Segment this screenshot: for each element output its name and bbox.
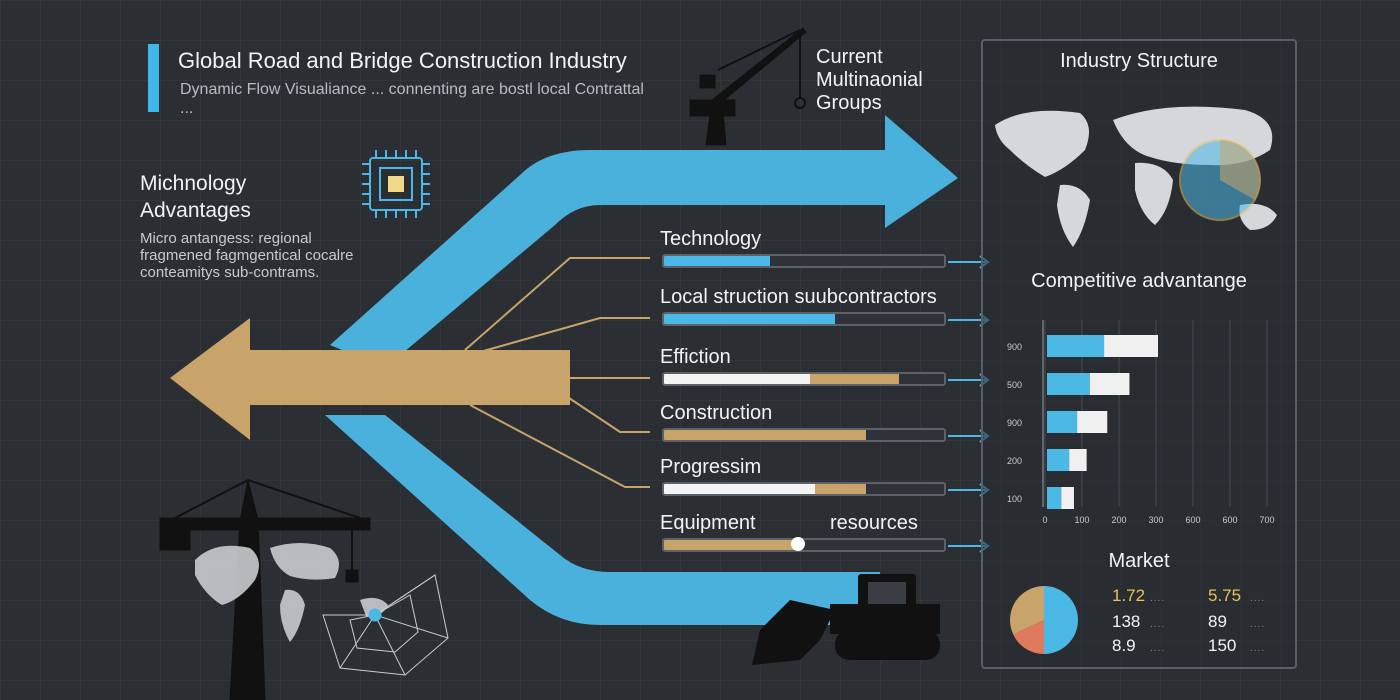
progress-fill [664,374,810,384]
x-tick-label: 600 [1222,515,1237,525]
x-tick-label: 100 [1074,515,1089,525]
tech-advantages-description: Micro antangess: regional fragmened fagm… [140,230,354,281]
progress-bar [662,254,946,268]
market-pie-chart [1010,586,1078,654]
chip-icon [362,150,430,218]
page-subtitle: Dynamic Flow Visualiance ... connenting … [180,81,644,117]
multinational-groups-label: Current Multinaonial Groups [816,46,923,114]
market-value-right: 150 [1208,636,1237,655]
bar-label-secondary: resources [830,512,918,534]
x-tick-label: 600 [1185,515,1200,525]
crane-icon-small [689,27,807,146]
chart-bar [1061,487,1074,509]
slider-knob [791,537,806,551]
market-dots: .... [1250,619,1266,630]
network-web-icon [322,574,449,676]
y-tick-label: 900 [1007,418,1022,428]
x-tick-label: 700 [1259,515,1274,525]
blue-lower-flow [325,415,880,625]
map-highlight-slice [1220,139,1261,200]
market-title: Market [1108,550,1170,572]
map-north-america [995,110,1089,177]
market-dots: .... [1250,643,1266,654]
competitive-advantage-title: Competitive advantange [1031,270,1247,292]
chart-bar [1047,449,1070,471]
progress-fill-secondary [809,374,900,384]
y-tick-label: 900 [1007,342,1022,352]
x-tick-label: 0 [1042,515,1047,525]
progress-fill [664,430,866,440]
chart-bar [1047,373,1090,395]
progress-fill-secondary [815,484,866,494]
industry-structure-title: Industry Structure [1060,50,1218,72]
competitive-chart: 0 100 200 300 600 600 700 900 500 900 200 100 [1007,320,1275,525]
map-south-america [1057,184,1090,247]
map-australia [1239,203,1277,230]
world-map-bottom [195,543,388,642]
chart-bar [1047,411,1078,433]
chart-bar [1104,335,1158,357]
chart-bar [1089,373,1130,395]
progress-bar [662,482,946,496]
gold-flow-arrow [170,318,570,440]
chart-bar [1047,487,1062,509]
market-value-left: 1.72 [1112,586,1146,605]
market-value-right: 89 [1208,612,1227,631]
market-value-left: 138 [1112,612,1141,631]
chart-bar [1077,411,1108,433]
x-tick-label: 200 [1111,515,1126,525]
bar-label: Local struction suubcontractors [660,286,937,308]
bar-label: Effiction [660,346,731,368]
progress-fill [664,540,799,550]
world-map-panel [995,106,1277,247]
crane-icon-large [159,479,371,700]
bar-label: Technology [660,228,762,250]
market-dots: .... [1250,593,1266,604]
bulldozer-icon [752,574,940,665]
map-africa [1135,162,1173,225]
pie-slice [1013,620,1044,654]
market-value-right: 5.75 [1208,586,1242,605]
title-accent-bar [148,44,159,112]
tech-advantages-title: Michnology Advantages [140,172,251,222]
bar-label: Equipment [660,512,756,534]
progress-bar [662,312,946,326]
gold-connectors [464,257,650,488]
market-dots: .... [1150,593,1166,604]
blue-flow-arrow [330,115,958,368]
chart-bar [1069,449,1087,471]
pie-slice [1010,586,1044,635]
progress-bar [662,428,946,442]
y-tick-label: 100 [1007,494,1022,504]
y-tick-label: 500 [1007,380,1022,390]
market-dots: .... [1150,643,1166,654]
x-tick-label: 300 [1148,515,1163,525]
progress-fill [664,314,835,324]
page-title: Global Road and Bridge Construction Indu… [178,48,627,73]
bar-label: Construction [660,402,773,424]
pie-slice [1044,586,1078,654]
market-dots: .... [1150,619,1166,630]
y-tick-label: 200 [1007,456,1022,466]
market-value-left: 8.9 [1112,636,1136,655]
chart-bar [1047,335,1105,357]
progress-fill [664,484,816,494]
bar-label: Progressim [660,456,762,478]
progress-bar [662,372,946,386]
progress-fill [664,256,771,266]
